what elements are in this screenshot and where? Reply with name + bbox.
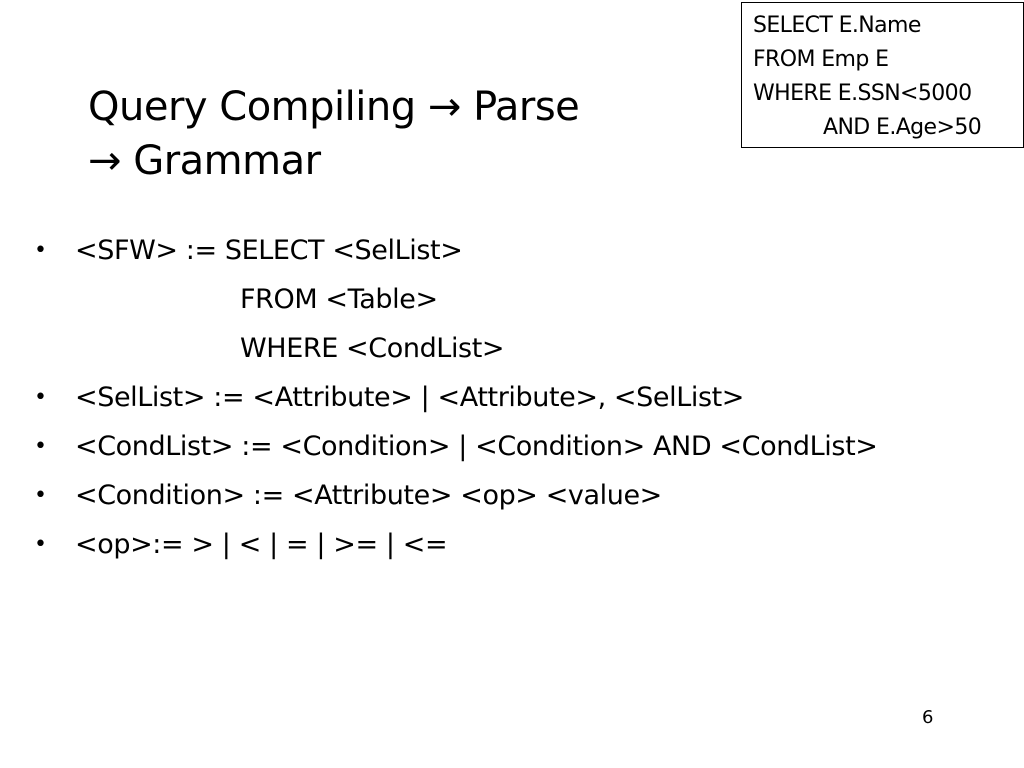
bullet-dot-icon: •: [34, 385, 47, 410]
grammar-bullet-list: • <SFW> := SELECT <SelList> FROM <Table>…: [34, 226, 1014, 569]
bullet-item-condlist: • <CondList> := <Condition> | <Condition…: [34, 422, 1014, 471]
bullet-dot-icon: •: [34, 532, 47, 557]
title-line-1: Query Compiling → Parse: [88, 84, 580, 130]
bullet-dot-icon: •: [34, 483, 47, 508]
sql-query-box: SELECT E.Name FROM Emp E WHERE E.SSN<500…: [741, 2, 1024, 148]
bullet-text: <SelList> := <Attribute> | <Attribute>, …: [75, 382, 745, 413]
bullet-dot-icon: •: [34, 238, 47, 263]
bullet-text: <CondList> := <Condition> | <Condition> …: [75, 431, 878, 462]
bullet-item-sfw: • <SFW> := SELECT <SelList>: [34, 226, 1014, 275]
bullet-text: WHERE <CondList>: [240, 333, 505, 364]
query-line-select: SELECT E.Name: [753, 13, 921, 38]
bullet-text: <op>:= > | < | = | >= | <=: [75, 529, 448, 560]
bullet-item-sellist: • <SelList> := <Attribute> | <Attribute>…: [34, 373, 1014, 422]
title-line-2: → Grammar: [88, 138, 321, 184]
query-line-and: AND E.Age>50: [823, 115, 982, 140]
slide-title: Query Compiling → Parse → Grammar: [88, 80, 648, 188]
bullet-continuation-where: WHERE <CondList>: [34, 324, 1014, 373]
bullet-item-condition: • <Condition> := <Attribute> <op> <value…: [34, 471, 1014, 520]
query-line-where: WHERE E.SSN<5000: [753, 81, 972, 106]
page-number: 6: [922, 707, 934, 728]
bullet-continuation-from: FROM <Table>: [34, 275, 1014, 324]
query-line-from: FROM Emp E: [753, 47, 889, 72]
bullet-item-op: • <op>:= > | < | = | >= | <=: [34, 520, 1014, 569]
bullet-text: FROM <Table>: [240, 284, 438, 315]
bullet-text: <Condition> := <Attribute> <op> <value>: [75, 480, 662, 511]
bullet-dot-icon: •: [34, 434, 47, 459]
bullet-text: <SFW> := SELECT <SelList>: [75, 235, 463, 266]
